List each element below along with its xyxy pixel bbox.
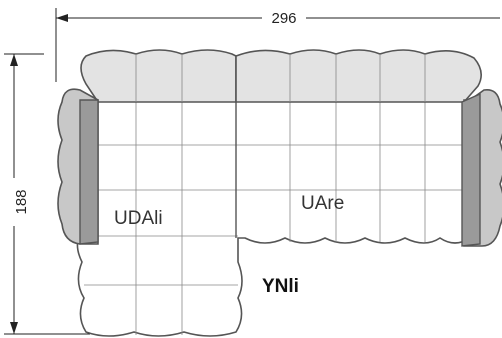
width-label: 296 <box>271 10 296 27</box>
seat-area <box>76 56 471 337</box>
right-arm-inner <box>461 92 481 247</box>
right-armrest <box>461 88 502 247</box>
back-cushion-right <box>235 49 482 103</box>
module-label-left: UDAli <box>114 208 163 229</box>
seat-outline <box>76 99 471 337</box>
height-label: 188 <box>13 189 30 214</box>
back-cushions <box>80 49 482 103</box>
left-armrest <box>57 88 99 245</box>
module-label-right: UAre <box>301 193 344 214</box>
left-arm-inner <box>79 99 99 245</box>
back-cushion-left <box>80 49 237 103</box>
height-dimension: 188 <box>4 53 90 335</box>
module-label-outside: YNli <box>262 276 299 297</box>
width-dimension: 296 <box>55 8 500 82</box>
